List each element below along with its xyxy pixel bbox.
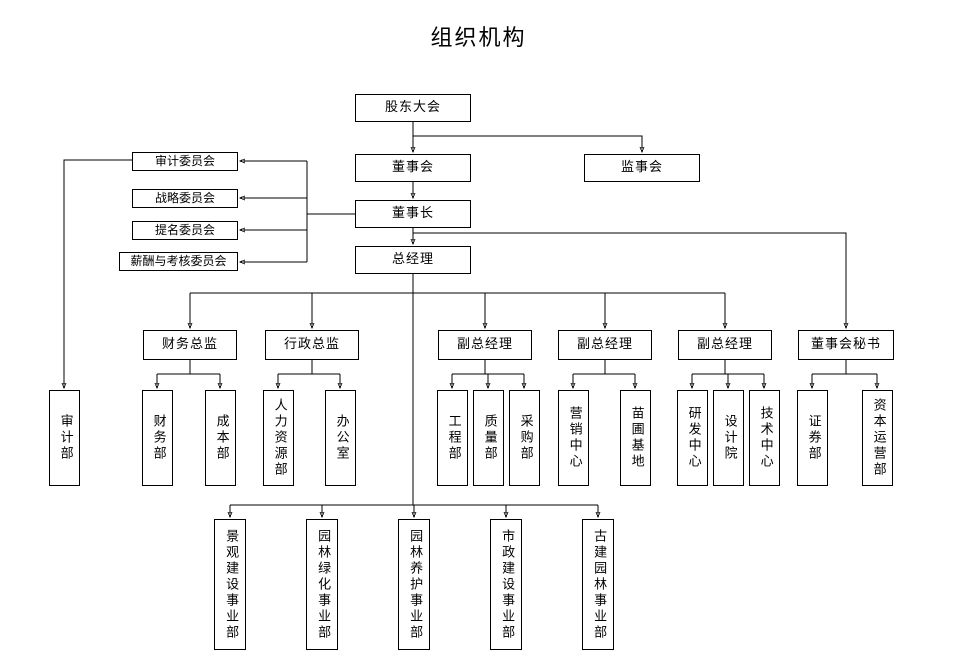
node-admin-director[interactable]: 行政总监	[265, 330, 359, 360]
node-vice-gm-2[interactable]: 副总经理	[558, 330, 652, 360]
node-cfo[interactable]: 财务总监	[143, 330, 237, 360]
node-vice-gm-3[interactable]: 副总经理	[678, 330, 772, 360]
node-garden-maintenance-div[interactable]: 园林养护事业部	[398, 519, 430, 650]
node-ancient-garden-div[interactable]: 古建园林事业部	[582, 519, 614, 650]
node-audit-committee[interactable]: 审计委员会	[132, 152, 238, 171]
node-nomination-committee[interactable]: 提名委员会	[132, 221, 238, 240]
page-title: 组织机构	[430, 26, 527, 51]
node-marketing-center[interactable]: 营销中心	[558, 390, 589, 486]
node-municipal-construction-div[interactable]: 市政建设事业部	[490, 519, 522, 650]
node-office[interactable]: 办公室	[325, 390, 356, 486]
node-compensation-committee[interactable]: 薪酬与考核委员会	[119, 252, 238, 271]
node-general-manager[interactable]: 总经理	[355, 246, 471, 274]
node-board-secretary[interactable]: 董事会秘书	[798, 330, 894, 360]
node-chairman[interactable]: 董事长	[355, 200, 471, 228]
node-hr-dept[interactable]: 人力资源部	[263, 390, 294, 486]
node-vice-gm-1[interactable]: 副总经理	[438, 330, 532, 360]
node-shareholders-meeting[interactable]: 股东大会	[355, 94, 471, 122]
node-rd-center[interactable]: 研发中心	[677, 390, 708, 486]
node-garden-greening-div[interactable]: 园林绿化事业部	[306, 519, 338, 650]
node-engineering-dept[interactable]: 工程部	[437, 390, 468, 486]
node-design-institute[interactable]: 设计院	[713, 390, 744, 486]
node-landscape-construction-div[interactable]: 景观建设事业部	[214, 519, 246, 650]
node-securities-dept[interactable]: 证券部	[797, 390, 828, 486]
node-board-of-directors[interactable]: 董事会	[355, 154, 471, 182]
node-procurement-dept[interactable]: 采购部	[509, 390, 540, 486]
node-nursery-base[interactable]: 苗圃基地	[620, 390, 651, 486]
node-quality-dept[interactable]: 质量部	[473, 390, 504, 486]
node-audit-dept[interactable]: 审计部	[49, 390, 80, 486]
node-tech-center[interactable]: 技术中心	[749, 390, 780, 486]
node-supervisory-board[interactable]: 监事会	[584, 154, 700, 182]
node-strategy-committee[interactable]: 战略委员会	[132, 189, 238, 208]
node-capital-ops-dept[interactable]: 资本运营部	[862, 390, 893, 486]
node-cost-dept[interactable]: 成本部	[205, 390, 236, 486]
node-finance-dept[interactable]: 财务部	[142, 390, 173, 486]
